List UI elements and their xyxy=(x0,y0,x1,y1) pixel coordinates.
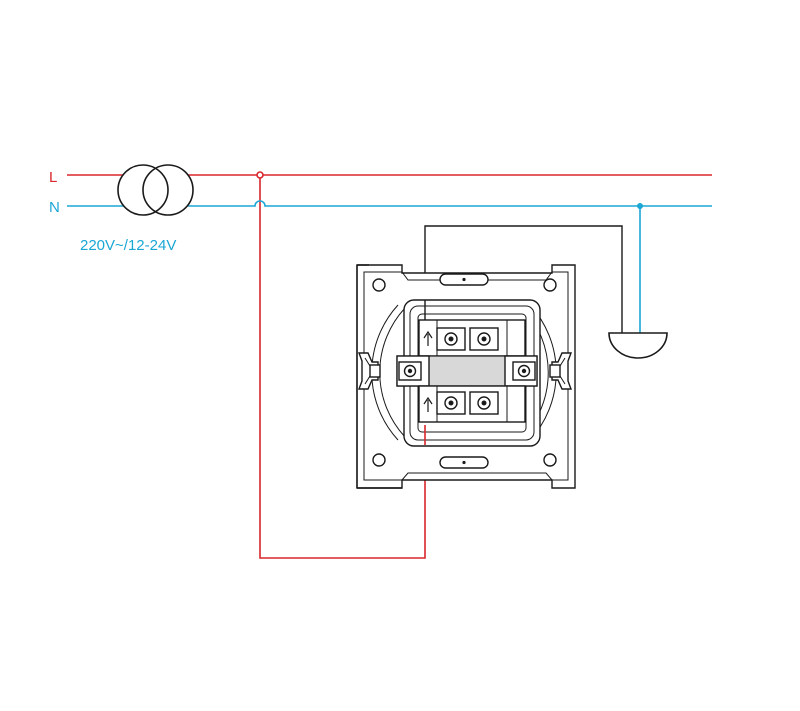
line-junction xyxy=(256,171,264,179)
left-clamp-icon xyxy=(357,352,381,390)
neutral-label: N xyxy=(49,199,60,216)
arrow-up-icon xyxy=(423,330,433,346)
arrow-up-icon xyxy=(423,396,433,412)
neutral-junction xyxy=(637,203,643,209)
line-wire xyxy=(67,174,712,559)
switch-mechanism xyxy=(356,264,576,489)
screw-hole-top-right xyxy=(543,278,557,292)
right-clamp-icon xyxy=(549,352,573,390)
transformer-spec-label: 220V~/12-24V xyxy=(80,237,176,254)
transformer-icon xyxy=(117,164,194,216)
screw-hole-top-left xyxy=(372,278,386,292)
lamp-icon xyxy=(608,332,668,359)
line-label: L xyxy=(49,169,57,186)
screw-hole-bottom-left xyxy=(372,453,386,467)
screw-hole-bottom-right xyxy=(543,453,557,467)
neutral-wire xyxy=(67,200,712,333)
